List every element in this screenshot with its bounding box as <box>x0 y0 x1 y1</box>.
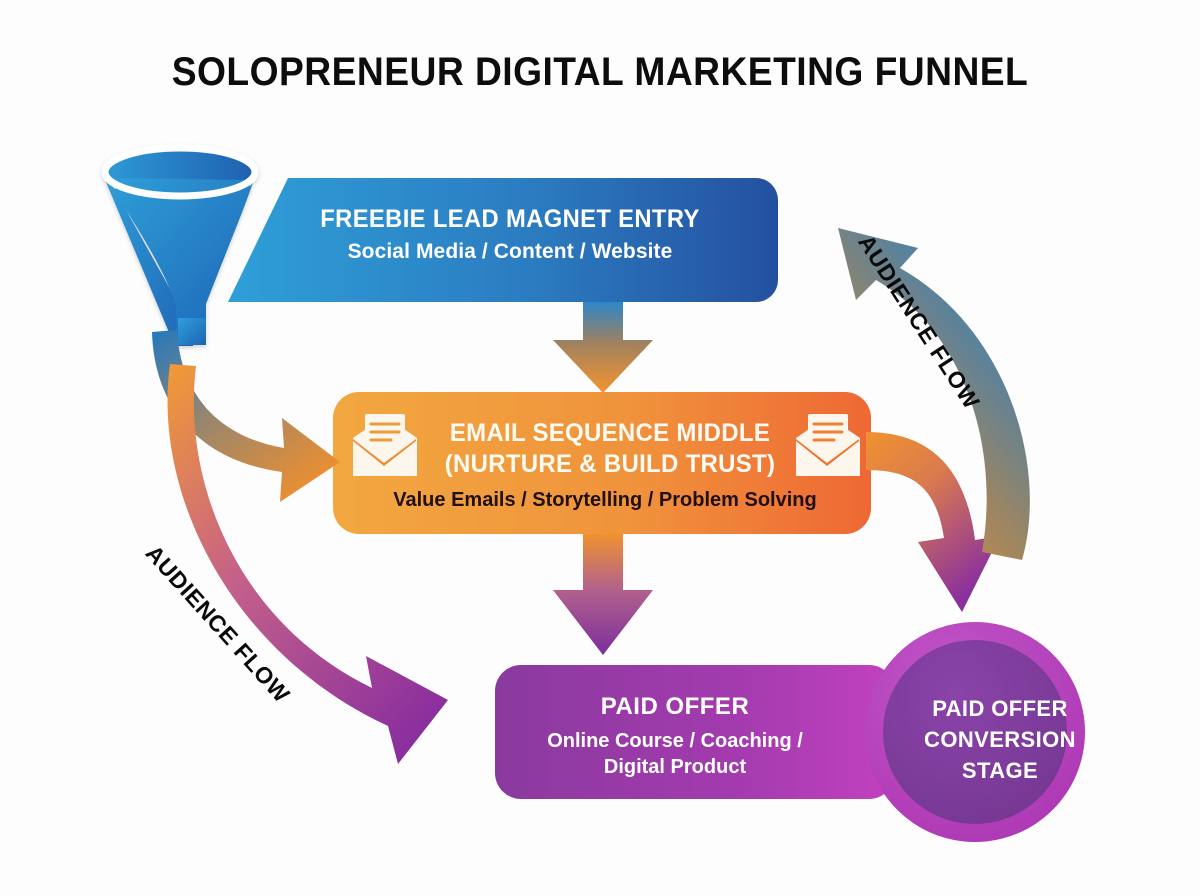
arrow-audience-flow-right <box>838 228 1030 560</box>
stage-middle-box[interactable] <box>333 392 871 534</box>
arrow-funnel-to-middle <box>152 330 340 502</box>
page-title: SOLOPRENEUR DIGITAL MARKETING FUNNEL <box>171 50 1029 94</box>
funnel-icon <box>101 144 259 346</box>
envelope-icon <box>353 414 417 476</box>
stage-entry-box[interactable] <box>228 178 778 302</box>
arrow-middle-to-offer <box>553 534 653 655</box>
arrow-audience-flow-left <box>167 364 448 764</box>
arrow-entry-to-middle <box>553 302 653 393</box>
stage-conversion-circle[interactable] <box>865 622 1085 842</box>
envelope-icon <box>796 414 860 476</box>
arrow-middle-to-conversion <box>866 432 1000 612</box>
stage-offer-box[interactable] <box>495 665 895 799</box>
